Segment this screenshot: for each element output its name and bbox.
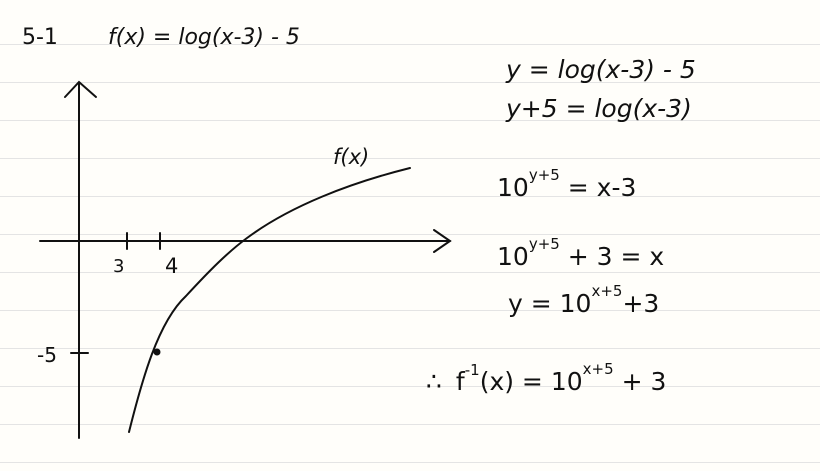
function-curve: [128, 167, 411, 433]
conclusion-exponent: x+5: [583, 360, 614, 378]
step-4: 10y+5 + 3 = x: [497, 235, 664, 271]
problem-number: 5-1: [22, 25, 58, 50]
step-1: y = log(x-3) - 5: [505, 55, 696, 84]
step-4-exponent: y+5: [529, 235, 560, 253]
x-axis-arrow: [433, 229, 452, 253]
y-axis-arrow: [64, 80, 97, 98]
x-tick-label-3: 3: [113, 256, 124, 277]
step-5: y = 10x+5+3: [508, 282, 659, 318]
function-definition: f(x) = log(x-3) - 5: [108, 25, 300, 50]
inverse-exponent: -1: [465, 361, 480, 379]
x-tick-label-4: 4: [165, 254, 178, 278]
step-3-exponent: y+5: [529, 166, 560, 184]
step-5-exponent: x+5: [591, 282, 622, 300]
curve-label: f(x): [333, 145, 369, 169]
curve-point: [153, 348, 161, 356]
step-2: y+5 = log(x-3): [505, 94, 692, 123]
conclusion: ∴f-1(x) = 10x+5 + 3: [426, 360, 666, 396]
coordinate-axes: [39, 80, 452, 439]
step-3: 10y+5 = x-3: [497, 166, 636, 202]
y-tick-label-neg5: -5: [37, 343, 57, 367]
